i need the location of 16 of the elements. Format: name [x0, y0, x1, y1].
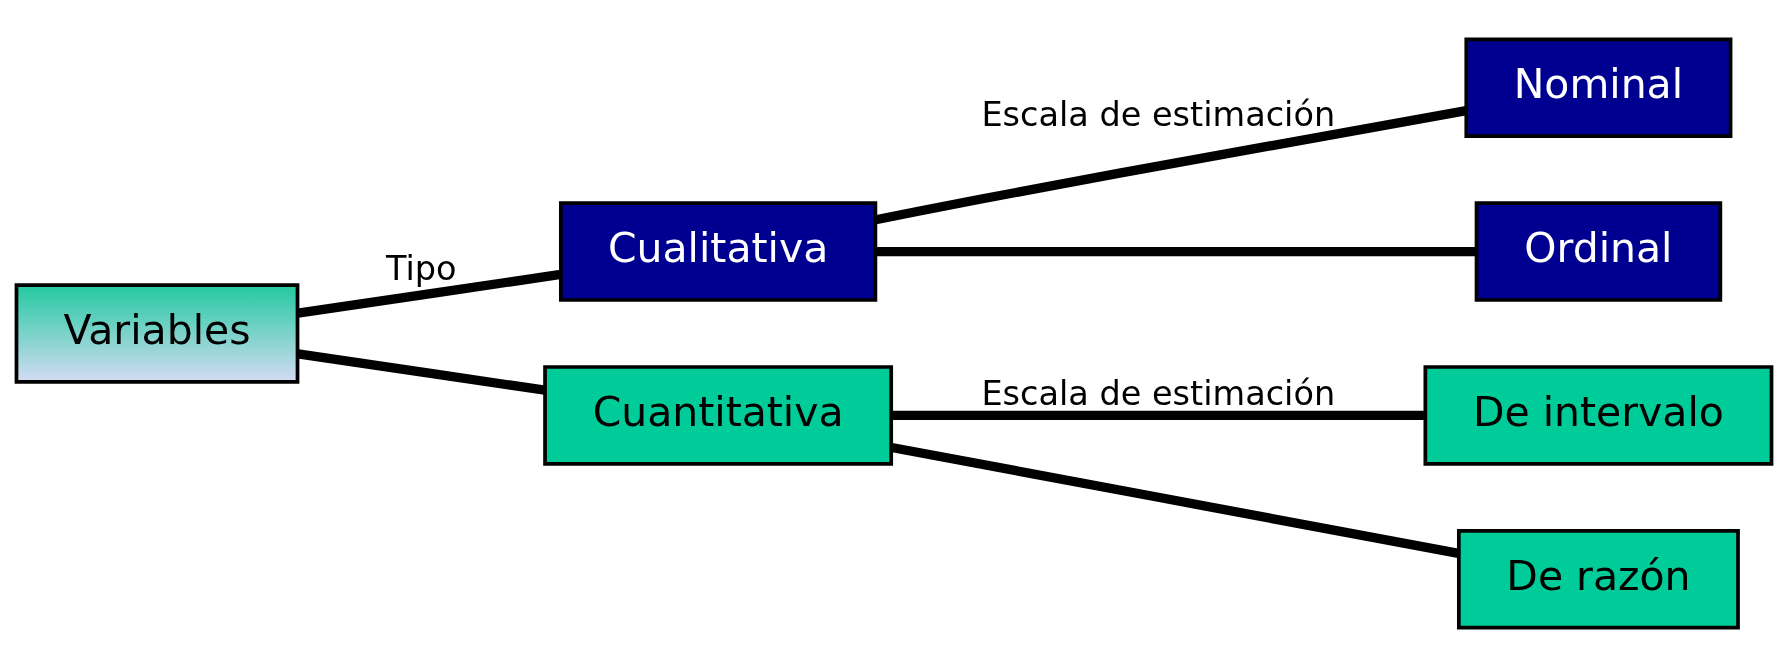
node-box: Cualitativa	[559, 200, 878, 302]
edge-label: Escala de estimación	[981, 373, 1336, 413]
node-box: Variables	[14, 282, 300, 384]
connector	[297, 269, 562, 318]
connector	[875, 246, 1477, 256]
node-box: Cuantitativa	[543, 364, 894, 466]
connector	[874, 105, 1468, 224]
connector	[297, 348, 546, 395]
node-box: De razón	[1457, 528, 1740, 629]
node-box: Nominal	[1464, 37, 1733, 138]
node-box: Ordinal	[1474, 200, 1723, 302]
connector	[890, 442, 1460, 558]
edge-label: Tipo	[386, 248, 457, 288]
edge-label: Escala de estimación	[981, 94, 1336, 134]
connector	[891, 410, 1425, 420]
node-box: De intervalo	[1423, 364, 1774, 466]
